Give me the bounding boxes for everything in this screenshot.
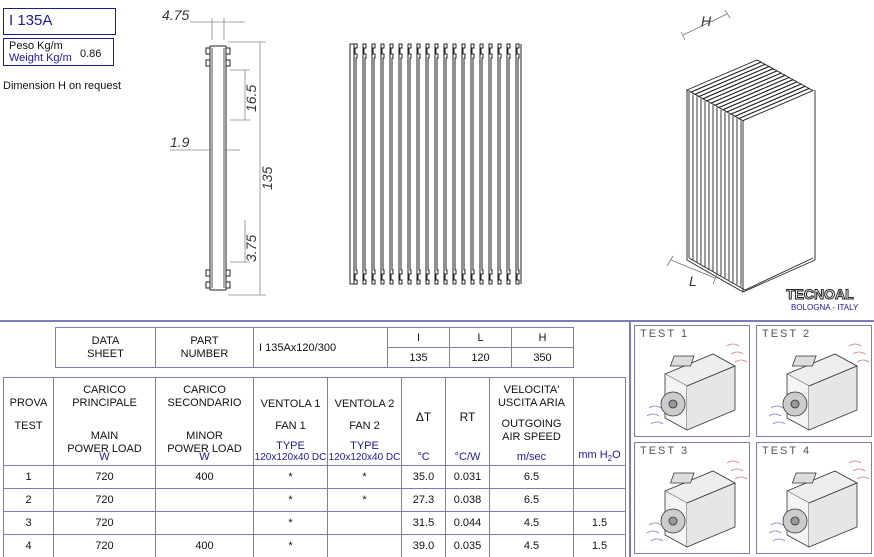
header-fan1: VENTOLA 1 FAN 1 TYPE 120x120x40 DC bbox=[253, 377, 328, 466]
cell-fan2: * bbox=[327, 465, 402, 489]
fan-test-illustration bbox=[646, 460, 748, 548]
part-number-value: I 135Ax120/300 bbox=[253, 327, 388, 368]
cell-pressure: 1.5 bbox=[573, 534, 626, 557]
cell-fan1: * bbox=[253, 534, 328, 557]
weight-value: 0.86 bbox=[80, 48, 102, 60]
cell-main: 720 bbox=[53, 465, 156, 489]
cell-pressure bbox=[573, 488, 626, 512]
test-panel-label: TEST 2 bbox=[762, 328, 812, 340]
sheet-header-table: DATA SHEET PART NUMBER I 135Ax120/300 I … bbox=[55, 327, 574, 368]
tecnoal-logo: TECNOAL BOLOGNA - ITALY bbox=[786, 285, 866, 313]
isometric-view: H L bbox=[666, 10, 816, 293]
dim-label-h: H bbox=[511, 327, 574, 348]
cell-fan1: * bbox=[253, 511, 328, 535]
cell-rt: 0.044 bbox=[445, 511, 490, 535]
cell-minor bbox=[155, 488, 254, 512]
cell-pressure: 1.5 bbox=[573, 511, 626, 535]
dim-label-l: L bbox=[449, 327, 512, 348]
cell-speed: 6.5 bbox=[489, 488, 574, 512]
part-id-box: I 135A bbox=[3, 8, 116, 35]
cell-fan1: * bbox=[253, 488, 328, 512]
dim-top: 4.75 bbox=[162, 7, 189, 23]
header-prova: PROVA TEST bbox=[3, 377, 54, 466]
cell-dt: 27.3 bbox=[401, 488, 446, 512]
dimension-note: Dimension H on request bbox=[3, 80, 122, 92]
profile-drawing: 4.75 1.9 16.5 135 3.75 bbox=[162, 7, 275, 296]
weight-label-it: Peso Kg/m bbox=[9, 40, 63, 52]
logo-mark: TECNOAL bbox=[786, 286, 855, 303]
dim-height: 135 bbox=[259, 166, 275, 190]
weight-box: Peso Kg/m Weight Kg/m 0.86 bbox=[3, 38, 114, 66]
iso-l-label: L bbox=[689, 273, 697, 289]
test-panel-label: TEST 4 bbox=[762, 445, 812, 457]
cell-main: 720 bbox=[53, 488, 156, 512]
test-panel-1: TEST 1 bbox=[634, 325, 750, 437]
header-delta-t: ΔT °C bbox=[401, 377, 446, 466]
test-panel-4: TEST 4 bbox=[756, 442, 872, 554]
cell-test: 1 bbox=[3, 465, 54, 489]
test-panel-2: TEST 2 bbox=[756, 325, 872, 437]
header-fan2: VENTOLA 2 FAN 2 TYPE 120x120x40 DC bbox=[327, 377, 402, 466]
cell-minor: 400 bbox=[155, 465, 254, 489]
cell-main: 720 bbox=[53, 534, 156, 557]
cell-main: 720 bbox=[53, 511, 156, 535]
weight-label-en: Weight Kg/m bbox=[9, 52, 72, 64]
cell-dt: 39.0 bbox=[401, 534, 446, 557]
cell-speed: 4.5 bbox=[489, 511, 574, 535]
dim-label-i: I bbox=[387, 327, 450, 348]
fan-test-illustration bbox=[646, 343, 748, 431]
cell-speed: 6.5 bbox=[489, 465, 574, 489]
fan-test-illustration bbox=[768, 343, 870, 431]
cell-rt: 0.038 bbox=[445, 488, 490, 512]
part-id: I 135A bbox=[9, 12, 53, 29]
dim-value-l: 120 bbox=[449, 347, 512, 368]
cell-test: 2 bbox=[3, 488, 54, 512]
cell-dt: 35.0 bbox=[401, 465, 446, 489]
dim-bottom: 3.75 bbox=[243, 235, 259, 262]
section-divider bbox=[0, 320, 874, 322]
part-number-label-cell: PART NUMBER bbox=[155, 327, 254, 368]
dim-fin: 16.5 bbox=[243, 85, 259, 112]
fin-side-view bbox=[349, 43, 522, 285]
dim-thickness: 1.9 bbox=[170, 134, 190, 150]
cell-speed: 4.5 bbox=[489, 534, 574, 557]
test-panel-label: TEST 3 bbox=[640, 445, 690, 457]
data-sheet-cell: DATA SHEET bbox=[55, 327, 156, 368]
cell-dt: 31.5 bbox=[401, 511, 446, 535]
iso-h-label: H bbox=[701, 13, 712, 29]
dim-value-h: 350 bbox=[511, 347, 574, 368]
cell-fan2 bbox=[327, 511, 402, 535]
test-panel-label: TEST 1 bbox=[640, 328, 690, 340]
cell-test: 3 bbox=[3, 511, 54, 535]
cell-minor bbox=[155, 511, 254, 535]
cell-pressure bbox=[573, 465, 626, 489]
cell-fan2: * bbox=[327, 488, 402, 512]
cell-rt: 0.031 bbox=[445, 465, 490, 489]
cell-minor: 400 bbox=[155, 534, 254, 557]
cell-test: 4 bbox=[3, 534, 54, 557]
header-pressure: mm H2O bbox=[573, 377, 626, 466]
header-rt: RT °C/W bbox=[445, 377, 490, 466]
fan-test-illustration bbox=[768, 460, 870, 548]
test-panel-3: TEST 3 bbox=[634, 442, 750, 554]
column-divider bbox=[629, 320, 631, 557]
cell-fan1: * bbox=[253, 465, 328, 489]
cell-fan2 bbox=[327, 534, 402, 557]
logo-location: BOLOGNA - ITALY bbox=[791, 303, 859, 312]
cell-rt: 0.035 bbox=[445, 534, 490, 557]
logo-name: TECNOAL bbox=[786, 286, 854, 302]
dim-value-i: 135 bbox=[387, 347, 450, 368]
